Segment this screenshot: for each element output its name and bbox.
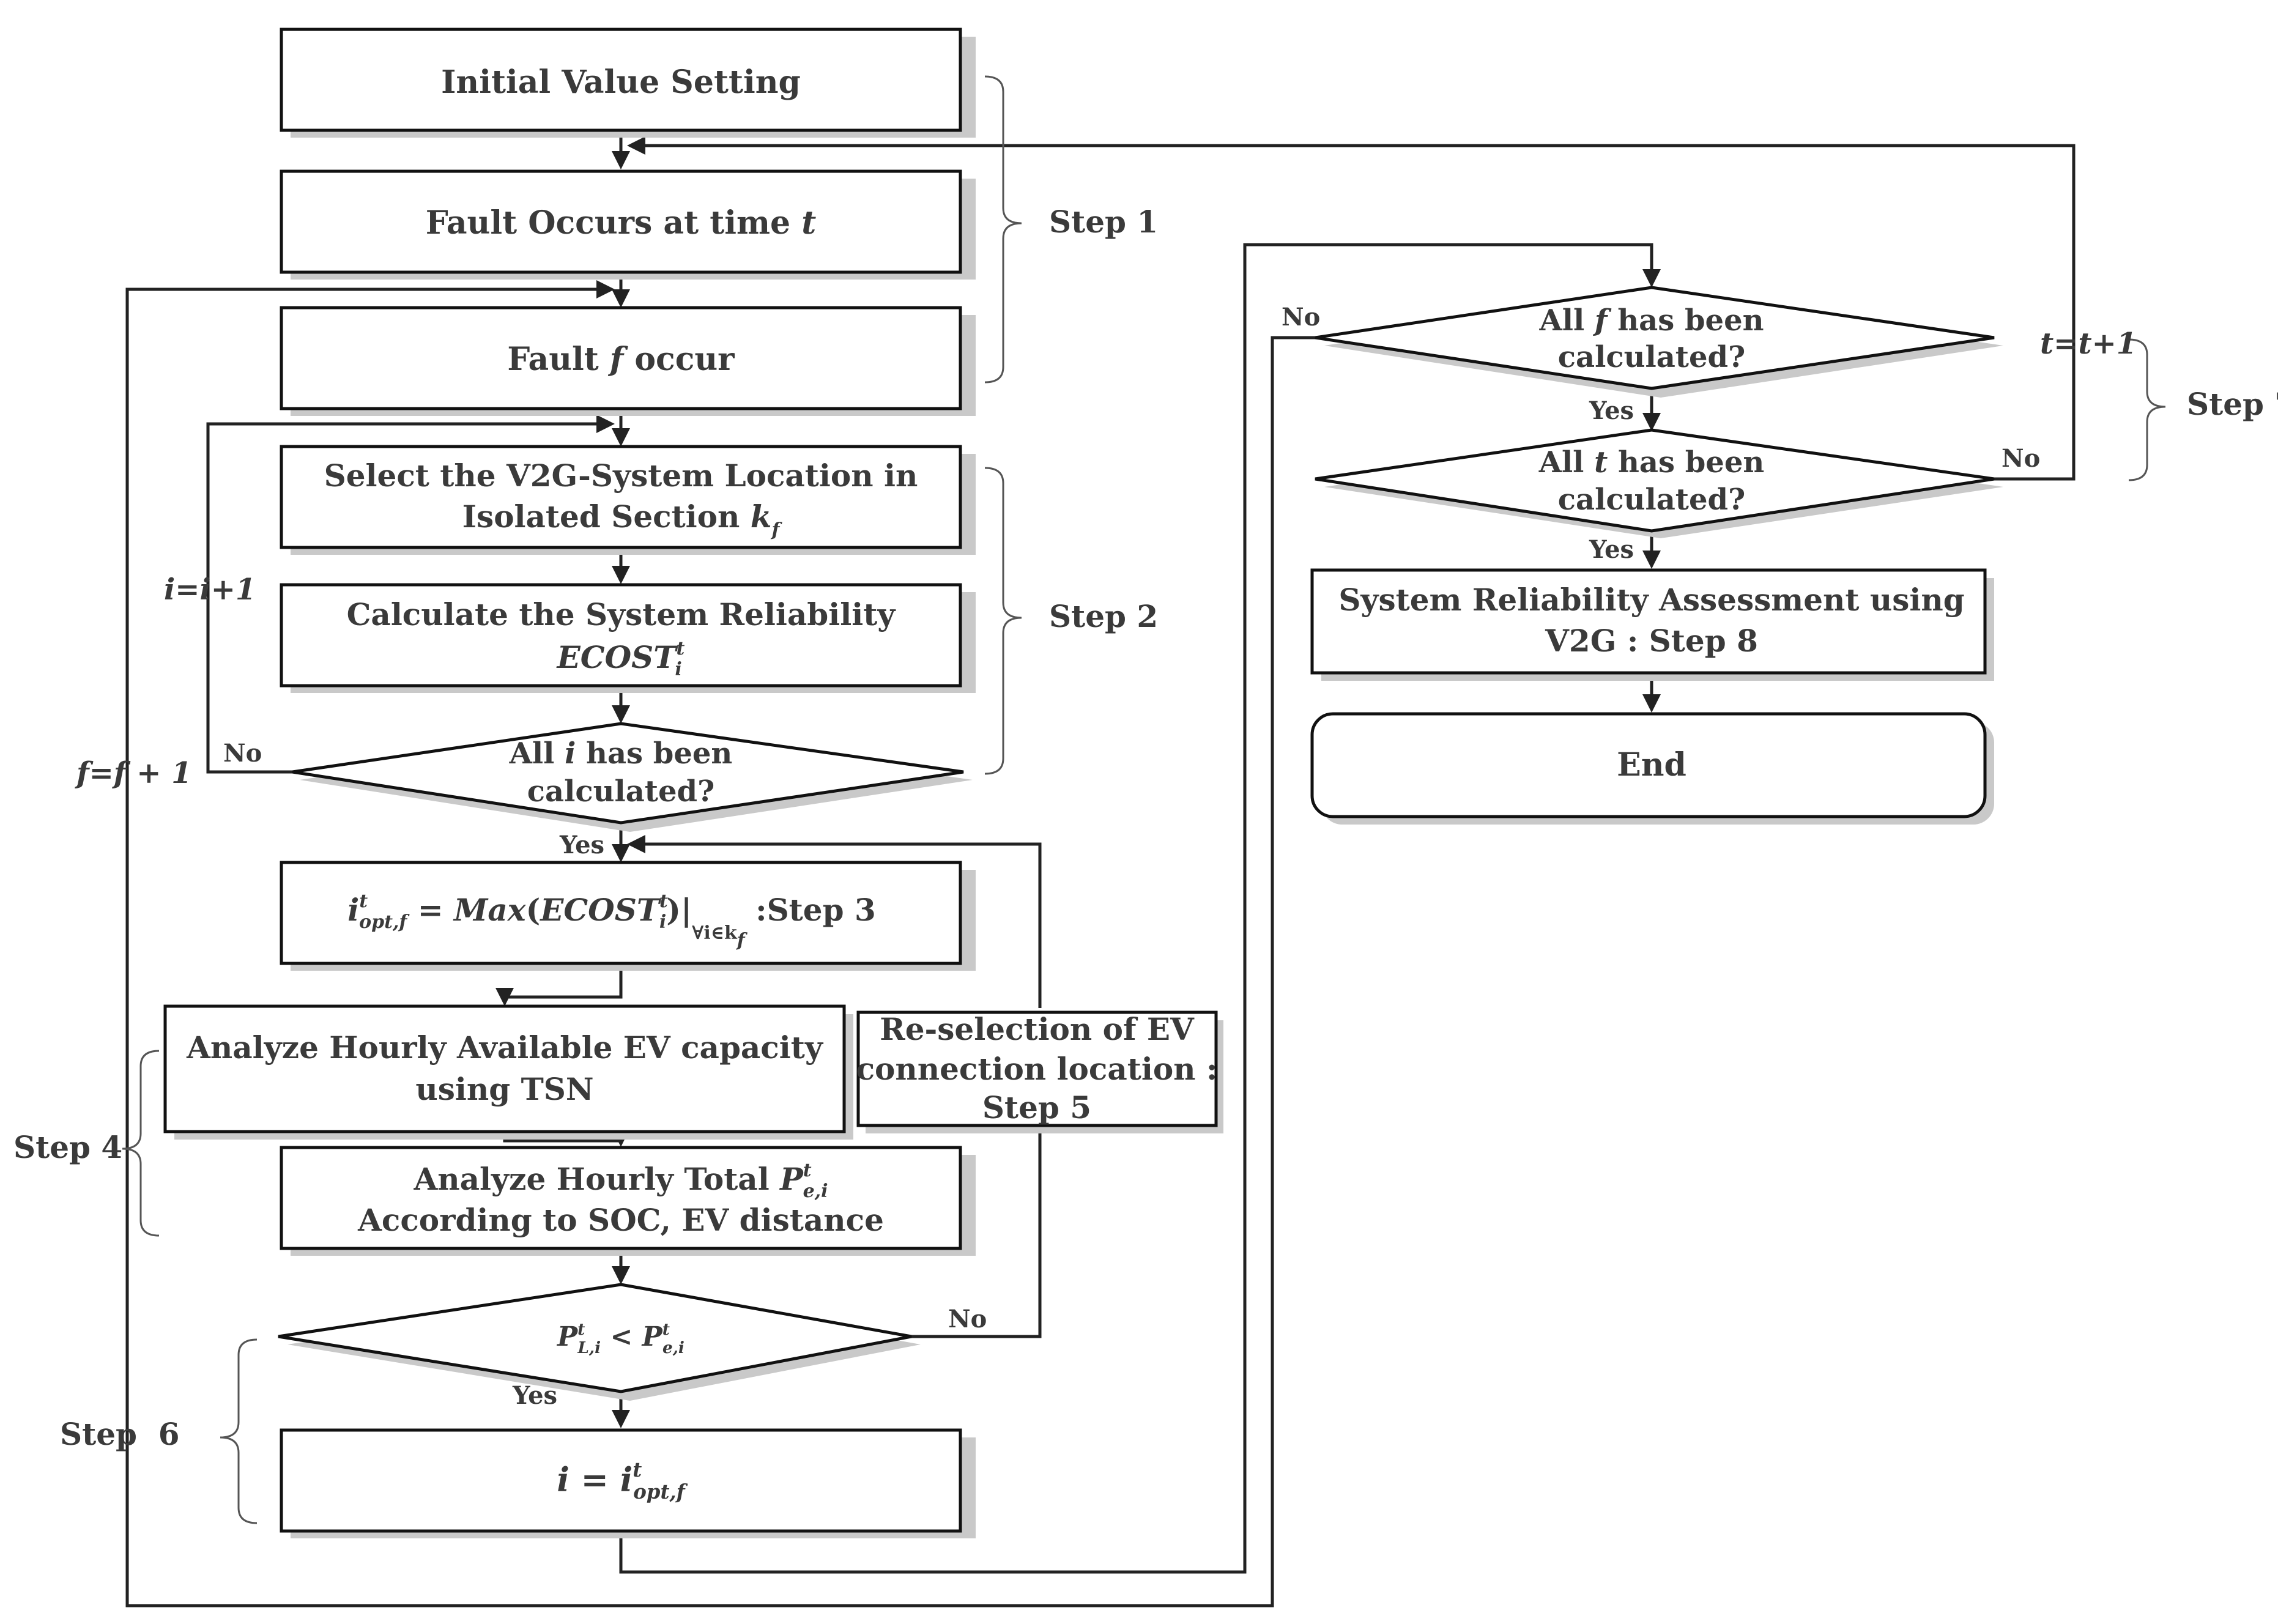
no-label-all-t: No: [2002, 444, 2040, 473]
bracket-step4: [122, 1050, 160, 1237]
analyze-ev-line1: Analyze Hourly Available EV capacity: [186, 1029, 824, 1066]
bracket-step6: [220, 1338, 258, 1524]
step1-label: Step 1: [1049, 204, 1158, 240]
assess-line1: System Reliability Assessment using: [1338, 582, 1964, 618]
calc-line1: Calculate the System Reliability: [347, 596, 897, 632]
decision-all-t: All t has been calculated?: [1315, 428, 2003, 538]
all-t-line2: calculated?: [1558, 483, 1745, 517]
yes-label-all-t: Yes: [1589, 535, 1634, 564]
step4-label: Step 4: [13, 1129, 122, 1165]
node-initial-value-setting: Initial Value Setting: [280, 28, 976, 138]
bracket-step2: [984, 467, 1022, 775]
line-compare-no: [911, 1124, 1042, 1338]
bracket-step1: [984, 75, 1022, 384]
node-analyze-ev-capacity: Analyze Hourly Available EV capacity usi…: [163, 1004, 853, 1140]
arrow-i-loop: [206, 415, 615, 774]
no-label-all-f: No: [1282, 303, 1320, 332]
node-select-location: Select the V2G-System Location in Isolat…: [280, 445, 976, 555]
reselect-line1: Re-selection of EV: [880, 1011, 1195, 1047]
end-label: End: [1617, 746, 1686, 784]
connectors: [125, 136, 2076, 1607]
step7-label: Step 7: [2187, 386, 2278, 422]
decision-all-f: All f has been calculated?: [1315, 286, 2003, 398]
no-label-compare: No: [948, 1305, 987, 1333]
all-f-line2: calculated?: [1558, 340, 1745, 374]
all-i-line2: calculated?: [527, 774, 714, 809]
yes-label-all-i: Yes: [559, 831, 604, 859]
init-label: Initial Value Setting: [441, 64, 801, 101]
fault-time-label: Fault Occurs at time t: [426, 204, 816, 242]
analyze-ev-line2: using TSN: [415, 1071, 593, 1107]
arrow-assign-to-all-f: [619, 243, 1661, 1574]
assess-line2: V2G : Step 8: [1545, 623, 1758, 659]
select-line2: Isolated Section kf: [462, 499, 783, 541]
step6-label: Step 6: [60, 1416, 180, 1452]
arrow-f-loop: [125, 280, 1315, 1607]
yes-label-compare: Yes: [512, 1381, 557, 1410]
node-fault-f: Fault f occur: [280, 306, 976, 416]
t-increment-label: t=t+1: [2040, 327, 2137, 361]
node-end: End: [1310, 712, 1994, 825]
reselect-line2: connection location :: [856, 1051, 1218, 1087]
step-brackets: [122, 75, 2166, 1524]
bracket-step7: [2128, 338, 2166, 481]
arrow-t-loop: [627, 136, 2076, 481]
all-t-line1: All t has been: [1538, 445, 1765, 480]
fault-f-label: Fault f occur: [507, 341, 735, 378]
step2-label: Step 2: [1049, 598, 1158, 634]
select-line1: Select the V2G-System Location in: [324, 458, 918, 494]
all-i-line1: All i has been: [509, 736, 733, 771]
f-increment-label: f=f + 1: [75, 756, 192, 790]
arrow-reselect-back-to-opt: [627, 835, 1042, 1008]
decision-all-i: All i has been calculated?: [292, 722, 973, 832]
reselect-line3: Step 5: [982, 1089, 1091, 1125]
arrow-opt-to-analyze-ev: [495, 963, 623, 1006]
no-label-all-i: No: [223, 739, 262, 768]
analyze-total-line2: According to SOC, EV distance: [357, 1202, 884, 1238]
node-fault-occurs: Fault Occurs at time t: [280, 169, 976, 280]
node-reliability-assessment: System Reliability Assessment using V2G …: [1310, 568, 1994, 681]
node-reselection: Re-selection of EV connection location :…: [856, 1010, 1223, 1133]
i-increment-label: i=i+1: [164, 573, 256, 607]
yes-label-all-f: Yes: [1589, 396, 1634, 425]
all-f-line1: All f has been: [1538, 303, 1764, 338]
